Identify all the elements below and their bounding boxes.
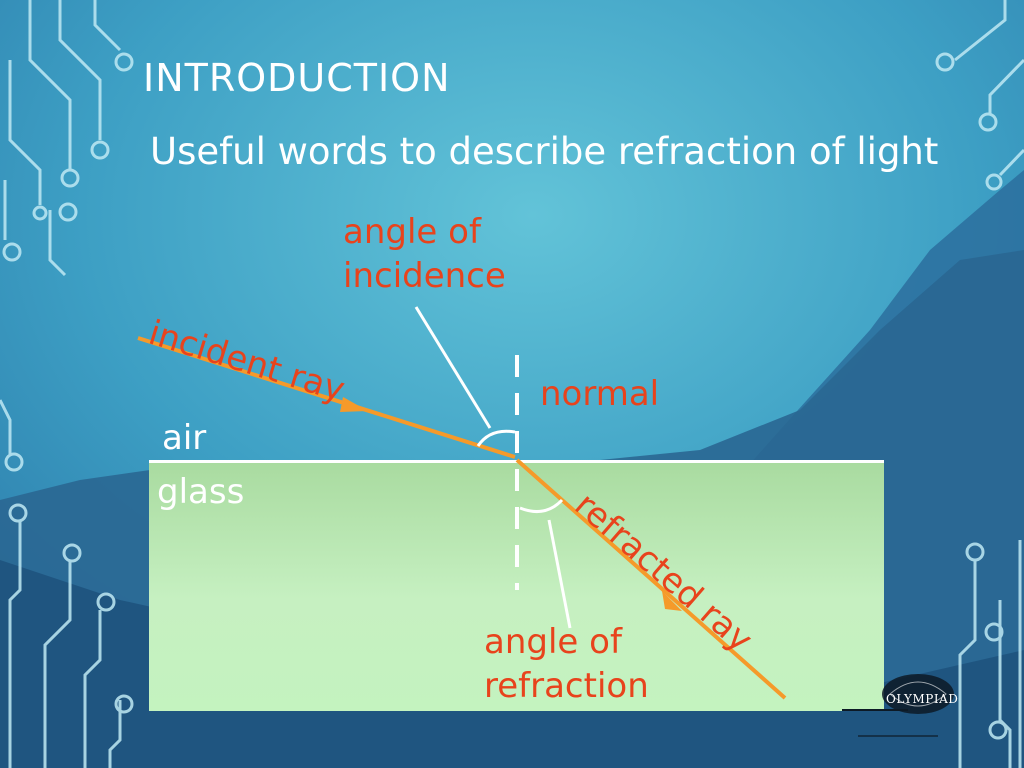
refraction-pointer-line — [547, 519, 572, 629]
olympiad-logo: OLYMPIAD — [838, 664, 988, 744]
slide-subtitle: Useful words to describe refraction of l… — [150, 130, 939, 173]
incident-ray — [137, 336, 516, 459]
label-glass: glass — [157, 472, 245, 512]
label-angle-of-refraction-line1: angle of — [484, 622, 622, 662]
slide-heading: INTRODUCTION — [143, 56, 451, 100]
incidence-pointer-line — [414, 306, 492, 429]
angle-of-incidence-arc — [476, 429, 516, 447]
label-normal: normal — [540, 374, 660, 414]
incident-ray-arrow — [340, 397, 368, 412]
label-air: air — [162, 418, 207, 458]
refracted-ray — [515, 458, 787, 700]
label-angle-of-refraction-line2: refraction — [484, 666, 649, 706]
logo-text: OLYMPIAD — [886, 692, 959, 706]
mountain-front — [0, 560, 1024, 768]
label-angle-of-incidence-line1: angle of — [343, 212, 481, 252]
globe-logo-icon — [842, 674, 954, 737]
refracted-ray-arrow — [662, 591, 682, 611]
angle-of-refraction-arc — [519, 498, 564, 514]
label-angle-of-incidence-line2: incidence — [343, 256, 506, 296]
